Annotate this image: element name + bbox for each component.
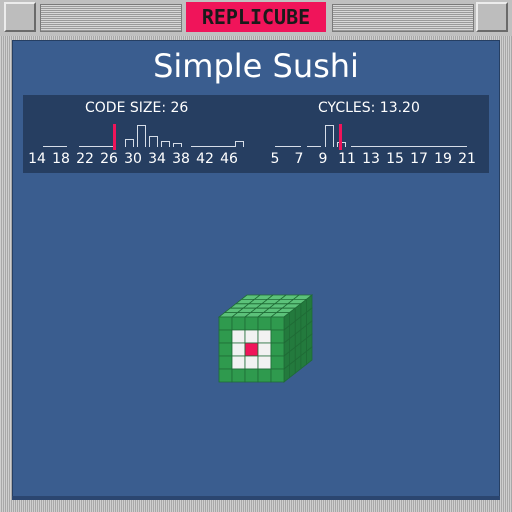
- cube-voxel-face: [218, 355, 233, 370]
- tick-label: 34: [148, 151, 166, 167]
- code-size-ticks: 14 18 22 26 30 34 38 42 46: [23, 151, 253, 169]
- histogram-bar: [161, 141, 170, 147]
- cycles-ticks: 5 7 9 11 13 15 17 19 21: [261, 151, 491, 169]
- title-bar: REPLICUBE: [0, 0, 512, 36]
- histogram-baseline: [275, 146, 301, 147]
- histogram-baseline: [43, 146, 67, 147]
- histogram-bar: [137, 125, 146, 147]
- cube-voxel-face: [257, 342, 272, 357]
- main-panel: Simple Sushi CODE SIZE: 26 14 18 22 26 3…: [12, 40, 500, 498]
- tick-label: 5: [270, 151, 280, 167]
- tick-label: 22: [76, 151, 94, 167]
- histogram-bar: [235, 141, 244, 147]
- cube-voxel-face: [244, 329, 259, 344]
- tick-label: 26: [100, 151, 118, 167]
- cube-voxel-face: [231, 316, 246, 331]
- histogram-baseline: [79, 146, 113, 147]
- cube-voxel-face: [257, 355, 272, 370]
- cube-voxel-face: [244, 342, 259, 357]
- tick-label: 15: [386, 151, 404, 167]
- cube-voxel-face: [270, 329, 285, 344]
- tick-label: 13: [362, 151, 380, 167]
- cube-voxel-face: [218, 316, 233, 331]
- cube-voxel-face: [270, 342, 285, 357]
- cube-voxel-face: [257, 329, 272, 344]
- cube-voxel-face: [231, 355, 246, 370]
- cube-voxel-face: [231, 342, 246, 357]
- cube-voxel-face: [218, 329, 233, 344]
- tick-label: 9: [318, 151, 328, 167]
- sushi-cube-render: [217, 294, 314, 383]
- cube-voxel-face: [218, 368, 233, 383]
- tick-label: 17: [410, 151, 428, 167]
- histogram-bar: [173, 143, 182, 147]
- puzzle-title: Simple Sushi: [153, 47, 359, 85]
- histogram-baseline: [191, 146, 235, 147]
- cube-voxel-face: [244, 368, 259, 383]
- title-bar-stripes-left: [40, 4, 182, 32]
- cube-voxel-face: [231, 329, 246, 344]
- histogram-baseline: [307, 146, 321, 147]
- cycles-histogram: [267, 119, 481, 150]
- tick-label: 30: [124, 151, 142, 167]
- window-close-box[interactable]: [4, 2, 36, 32]
- histogram-baseline: [351, 146, 467, 147]
- code-size-histogram: [31, 119, 245, 150]
- cycles-label: CYCLES: 13.20: [318, 100, 420, 116]
- tick-label: 14: [28, 151, 46, 167]
- cube-voxel-face: [270, 355, 285, 370]
- tick-label: 46: [220, 151, 238, 167]
- tick-label: 21: [458, 151, 476, 167]
- cube-voxel-face: [218, 342, 233, 357]
- cube-voxel-face: [270, 368, 285, 383]
- cube-voxel-face: [244, 316, 259, 331]
- cycles-marker: [339, 124, 342, 150]
- histogram-bar: [325, 125, 334, 147]
- title-bar-stripes-right: [332, 4, 474, 32]
- panel-bottom-edge: [12, 496, 500, 500]
- window-zoom-box[interactable]: [476, 2, 508, 32]
- cube-voxel-face: [270, 316, 285, 331]
- cube-voxel-face: [257, 316, 272, 331]
- cube-voxel-face: [244, 355, 259, 370]
- cube-voxel-face: [231, 368, 246, 383]
- tick-label: 42: [196, 151, 214, 167]
- code-size-label: CODE SIZE: 26: [85, 100, 189, 116]
- voxel-cube[interactable]: [209, 291, 321, 391]
- tick-label: 11: [338, 151, 356, 167]
- stats-panel: CODE SIZE: 26 14 18 22 26 30 34 38 42 46…: [23, 95, 489, 173]
- histogram-bar: [125, 139, 134, 147]
- cube-voxel-face: [257, 368, 272, 383]
- tick-label: 38: [172, 151, 190, 167]
- tick-label: 18: [52, 151, 70, 167]
- tick-label: 7: [294, 151, 304, 167]
- histogram-bar: [149, 136, 158, 147]
- app-title: REPLICUBE: [186, 2, 326, 32]
- tick-label: 19: [434, 151, 452, 167]
- code-size-marker: [113, 124, 116, 150]
